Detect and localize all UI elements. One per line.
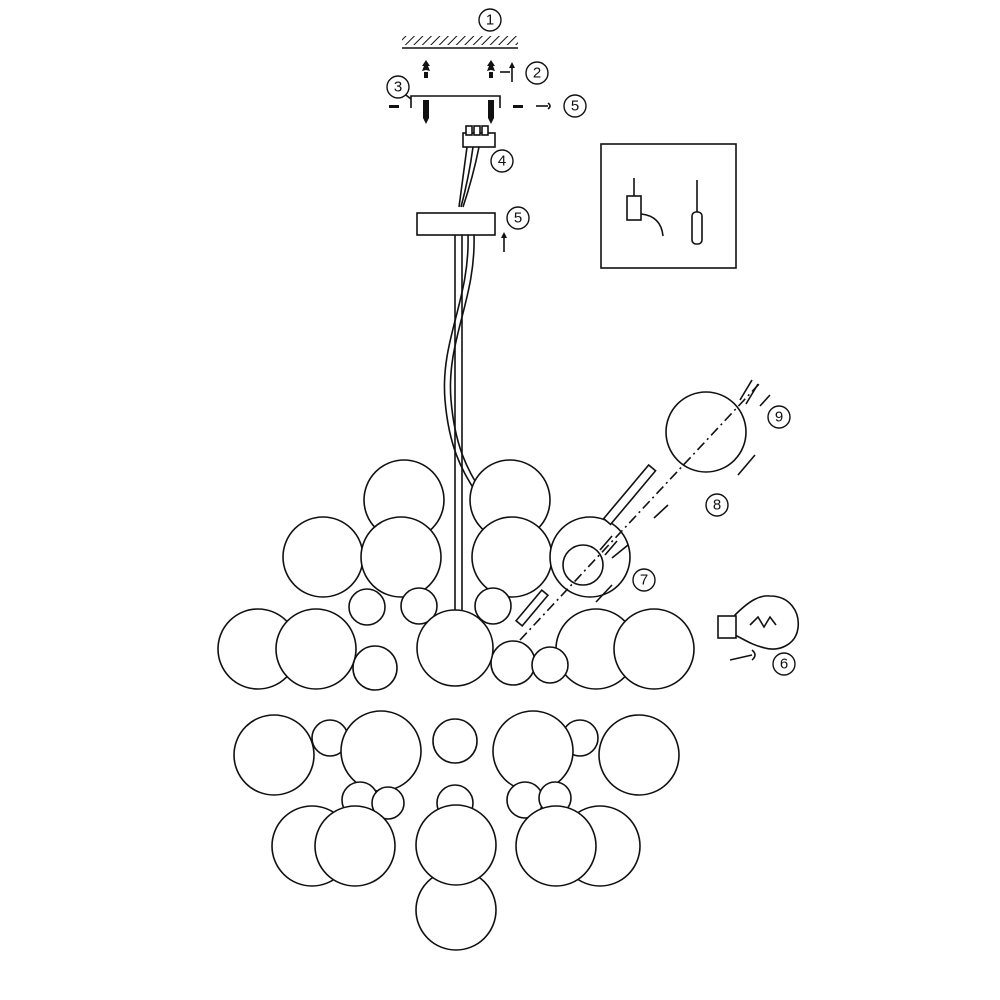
callout-c2: 2 [525,61,549,85]
screw-icon [488,100,494,124]
glass-sphere [233,714,315,796]
exploded-arm [514,379,761,641]
callout-c8: 8 [705,493,729,517]
chandelier-spheres [217,391,747,951]
suspension [443,234,487,610]
glass-sphere [348,588,386,626]
glass-sphere [474,587,512,625]
callout-label: 7 [640,572,648,589]
callout-label: 4 [498,153,506,170]
callout-label: 5 [514,210,522,227]
screwdriver-icon [691,180,703,245]
side-screw-icon [389,105,523,108]
callout-c1: 1 [478,8,502,32]
glass-sphere [416,609,494,687]
callout-c9: 9 [767,405,791,429]
callout-label: 3 [394,79,402,96]
glass-sphere [282,516,364,598]
glass-sphere [400,587,438,625]
callout-label: 8 [713,497,721,514]
callout-label: 6 [780,656,788,673]
light-bulb-icon [717,595,799,661]
callout-c5b: 5 [506,206,530,230]
glass-sphere [665,391,747,473]
glass-sphere [531,646,569,684]
glass-sphere [598,714,680,796]
glass-sphere [352,645,398,691]
callout-c7: 7 [632,568,656,592]
callout-c4: 4 [490,149,514,173]
glass-sphere [314,805,396,887]
callout-c6: 6 [772,652,796,676]
terminal-block [458,125,496,208]
glass-sphere [432,718,478,764]
direction-arrows [595,394,771,603]
glass-sphere [415,804,497,886]
glass-sphere [492,710,574,792]
wall-plug-icon [487,60,495,78]
screw-icon [423,100,429,124]
glass-sphere [360,516,442,598]
canopy [416,212,507,252]
glass-sphere [275,608,357,690]
callout-label: 2 [533,65,541,82]
callout-label: 1 [486,12,494,29]
tools-box [600,143,737,269]
callout-label: 9 [775,409,783,426]
ceiling [402,36,518,49]
glass-sphere [490,640,536,686]
callouts: 1 2 3 5 4 5 9 8 7 6 [386,8,796,676]
glass-sphere [340,710,422,792]
glass-sphere [471,516,553,598]
glass-sphere [613,608,695,690]
glass-sphere [515,805,597,887]
callout-c5a: 5 [563,94,587,118]
wall-plug-icon [422,60,430,78]
callout-label: 5 [571,98,579,115]
callout-c3: 3 [386,75,410,99]
drill-icon [626,178,664,237]
glass-sphere [562,544,604,586]
glass-sphere [371,786,405,820]
